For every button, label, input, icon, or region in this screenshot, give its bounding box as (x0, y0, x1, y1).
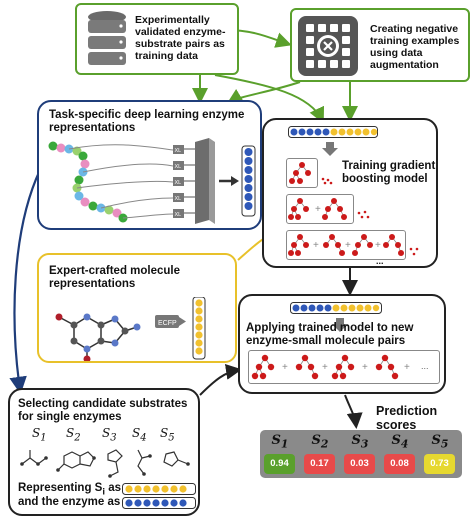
concatenated-vector (288, 126, 378, 138)
svg-text:+: + (313, 240, 319, 251)
substrate-s5-label: S5 (160, 426, 175, 444)
tree-stage-2: + (286, 194, 354, 224)
substrate-s3-label: S3 (102, 426, 117, 444)
negatives-label: Creating negative training examples usin… (370, 23, 460, 71)
residual-dots-3 (409, 247, 419, 256)
svg-text:+: + (375, 240, 381, 251)
molecule-representation-box: Expert-crafted molecule representations … (37, 253, 237, 363)
protein-sequence-graphic: XL XL XL XL XL (48, 138, 256, 224)
xl-node-4: XL (175, 196, 182, 202)
caption-line-1: Representing Si as (18, 482, 122, 498)
score-cell-s1: 0.94 (264, 454, 295, 474)
substrate-vector-yellow (122, 483, 196, 495)
svg-text:+: + (404, 362, 410, 373)
arrow-enzyme-to-candidate (9, 169, 41, 395)
ecfp-label: ECFP (158, 320, 177, 327)
pair-vector (290, 302, 382, 314)
down-arrow-icon (332, 318, 348, 332)
score-header-s2: S2 (311, 433, 329, 451)
decision-tree-ensemble: + + + (288, 234, 404, 256)
arrow-data-to-training (214, 74, 325, 124)
caption-line-2: and the enzyme as (18, 496, 121, 508)
score-header-s1: S1 (271, 433, 289, 451)
prediction-scores-title: Prediction scores (376, 404, 438, 432)
score-header-s4: S4 (391, 433, 409, 451)
applying-model-box: Applying trained model to new enzyme-sma… (238, 294, 446, 394)
score-cell-s2: 0.17 (304, 454, 335, 474)
score-header-s3: S3 (351, 433, 369, 451)
svg-text:+: + (322, 362, 328, 373)
training-box-title: Training gradient boosting model (342, 160, 436, 185)
candidate-box-title: Selecting candidate substrates for singl… (18, 398, 188, 423)
tree-stage-1 (286, 158, 318, 188)
enzyme-representation-box: Task-specific deep learning enzyme repre… (37, 100, 262, 230)
score-header-s5: S5 (431, 433, 449, 451)
decision-tree-pair: + (288, 198, 347, 220)
enzyme-box-title: Task-specific deep learning enzyme repre… (49, 109, 245, 134)
svg-text:+: + (282, 362, 288, 373)
down-arrow-icon (322, 142, 338, 156)
candidate-substrates-box: Selecting candidate substrates for singl… (8, 388, 200, 516)
training-data-label: Experimentally validated enzyme-substrat… (135, 14, 226, 62)
xl-node-2: XL (175, 164, 182, 170)
substrate-s1-label: S1 (32, 426, 47, 444)
score-cell-s4: 0.08 (384, 454, 415, 474)
residual-dots-2 (357, 210, 370, 219)
training-ellipsis: ... (376, 256, 384, 266)
decision-tree-icon (289, 162, 311, 184)
substrate-s2-label: S2 (66, 426, 81, 444)
training-data-box: Experimentally validated enzyme-substrat… (75, 3, 239, 75)
negatives-box: Creating negative training examples usin… (290, 8, 470, 82)
xl-node-3: XL (175, 180, 182, 186)
score-cell-s3: 0.03 (344, 454, 375, 474)
molecule-graphic: ECFP (55, 297, 206, 361)
training-model-box: Training gradient boosting model + (262, 118, 438, 268)
svg-text:+: + (362, 362, 368, 373)
applying-ellipsis: ... (421, 361, 429, 371)
database-icon (88, 11, 126, 65)
residual-dots-1 (321, 177, 333, 185)
decision-tree-ensemble: + + + + (251, 354, 410, 380)
svg-text:+: + (315, 204, 321, 215)
xl-node-5: XL (175, 212, 182, 218)
score-cell-s5: 0.73 (424, 454, 455, 474)
svg-text:+: + (345, 240, 351, 251)
xl-node-1: XL (175, 148, 182, 154)
arrow-applying-to-scores (344, 394, 363, 429)
tree-stage-3: + + + (286, 230, 406, 260)
substrate-s4-label: S4 (132, 426, 147, 444)
substrate-molecules-graphic (20, 449, 190, 478)
enzyme-vector-blue (122, 497, 196, 509)
arrow-candidate-to-applying (199, 363, 242, 396)
trained-ensemble: + + + + ... (248, 350, 440, 384)
data-augmentation-icon (298, 16, 358, 76)
applying-box-title: Applying trained model to new enzyme-sma… (246, 322, 414, 347)
molecule-box-title: Expert-crafted molecule representations (49, 265, 181, 290)
